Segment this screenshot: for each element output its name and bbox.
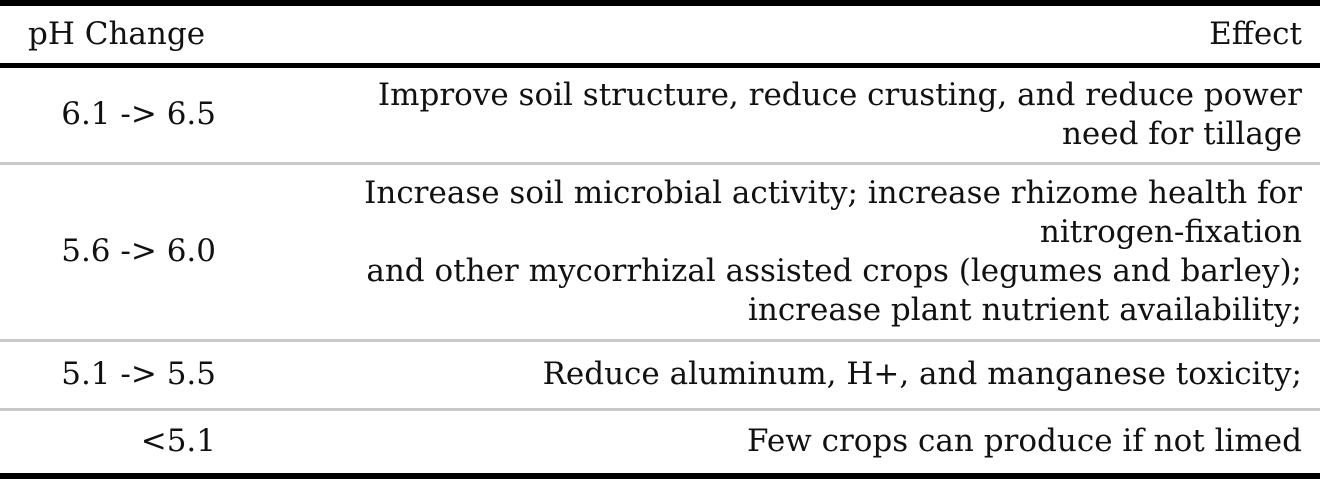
table-row: 6.1 -> 6.5 Improve soil structure, reduc… bbox=[0, 65, 1320, 165]
ph-change-cell: 5.6 -> 6.0 bbox=[0, 163, 240, 342]
effect-line: increase plant nutrient availability; bbox=[747, 291, 1302, 328]
table-header-row: pH Change Effect bbox=[0, 3, 1320, 68]
effect-line: need for tillage bbox=[1061, 115, 1302, 152]
effect-line: Few crops can produce if not limed bbox=[747, 423, 1302, 460]
effect-cell: Increase soil microbial activity; increa… bbox=[240, 163, 1320, 342]
effect-line: Increase soil microbial activity; increa… bbox=[364, 174, 1302, 211]
ph-effect-table: pH Change Effect 6.1 -> 6.5 Improve soil… bbox=[0, 0, 1320, 479]
effect-line: Reduce aluminum, H+, and manganese toxic… bbox=[542, 356, 1302, 392]
table-row: 5.1 -> 5.5 Reduce aluminum, H+, and mang… bbox=[0, 340, 1320, 411]
ph-change-cell: <5.1 bbox=[140, 423, 216, 460]
effect-cell: Reduce aluminum, H+, and manganese toxic… bbox=[240, 340, 1320, 411]
header-ph-change: pH Change bbox=[0, 3, 240, 68]
effect-line: and other mycorrhizal assisted crops (le… bbox=[366, 252, 1302, 289]
effect-line: nitrogen-fixation bbox=[1039, 213, 1302, 250]
effect-cell: Few crops can produce if not limed bbox=[240, 409, 1320, 476]
ph-change-cell: 6.1 -> 6.5 bbox=[0, 65, 240, 165]
table-row: <5.1 Few crops can produce if not limed bbox=[0, 409, 1320, 476]
header-effect: Effect bbox=[240, 3, 1320, 68]
ph-change-cell: 5.1 -> 5.5 bbox=[0, 340, 240, 411]
table-row: 5.6 -> 6.0 Increase soil microbial activ… bbox=[0, 163, 1320, 342]
effect-line: Improve soil structure, reduce crusting,… bbox=[377, 76, 1302, 113]
effect-cell: Improve soil structure, reduce crusting,… bbox=[240, 65, 1320, 165]
